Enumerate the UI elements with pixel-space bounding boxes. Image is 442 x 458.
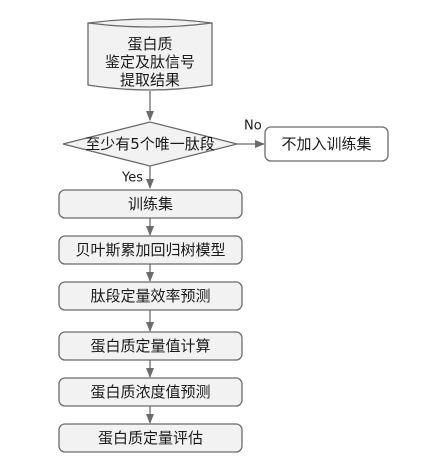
no-label: No bbox=[244, 119, 262, 134]
bayes-model-text: 贝叶斯累加回归树模型 bbox=[75, 241, 225, 259]
extraction-results-node: 蛋白质 鉴定及肽信号 提取结果 bbox=[87, 18, 213, 91]
concentration-pred-node: 蛋白质浓度值预测 bbox=[58, 377, 243, 407]
extraction-line-3: 提取结果 bbox=[120, 71, 180, 89]
protein-quant-calc-node: 蛋白质定量值计算 bbox=[58, 331, 243, 361]
protein-quant-eval-node: 蛋白质定量评估 bbox=[58, 423, 243, 453]
training-set-text: 训练集 bbox=[128, 195, 173, 213]
yes-label: Yes bbox=[121, 171, 143, 186]
extraction-line-1: 蛋白质 bbox=[127, 35, 172, 53]
concentration-pred-text: 蛋白质浓度值预测 bbox=[90, 383, 210, 401]
protein-quant-eval-text: 蛋白质定量评估 bbox=[98, 429, 203, 447]
bayes-model-node: 贝叶斯累加回归树模型 bbox=[58, 235, 243, 265]
decision-text: 至少有5个唯一肽段 bbox=[85, 135, 215, 153]
exclude-node: 不加入训练集 bbox=[264, 126, 389, 162]
exclude-text: 不加入训练集 bbox=[281, 135, 371, 153]
peptide-efficiency-text: 肽段定量效率预测 bbox=[90, 287, 210, 305]
peptide-efficiency-node: 肽段定量效率预测 bbox=[58, 281, 243, 311]
decision-node: 至少有5个唯一肽段 bbox=[62, 121, 238, 167]
extraction-line-2: 鉴定及肽信号 bbox=[105, 53, 195, 71]
training-set-node: 训练集 bbox=[58, 189, 243, 219]
protein-quant-calc-text: 蛋白质定量值计算 bbox=[90, 337, 210, 355]
